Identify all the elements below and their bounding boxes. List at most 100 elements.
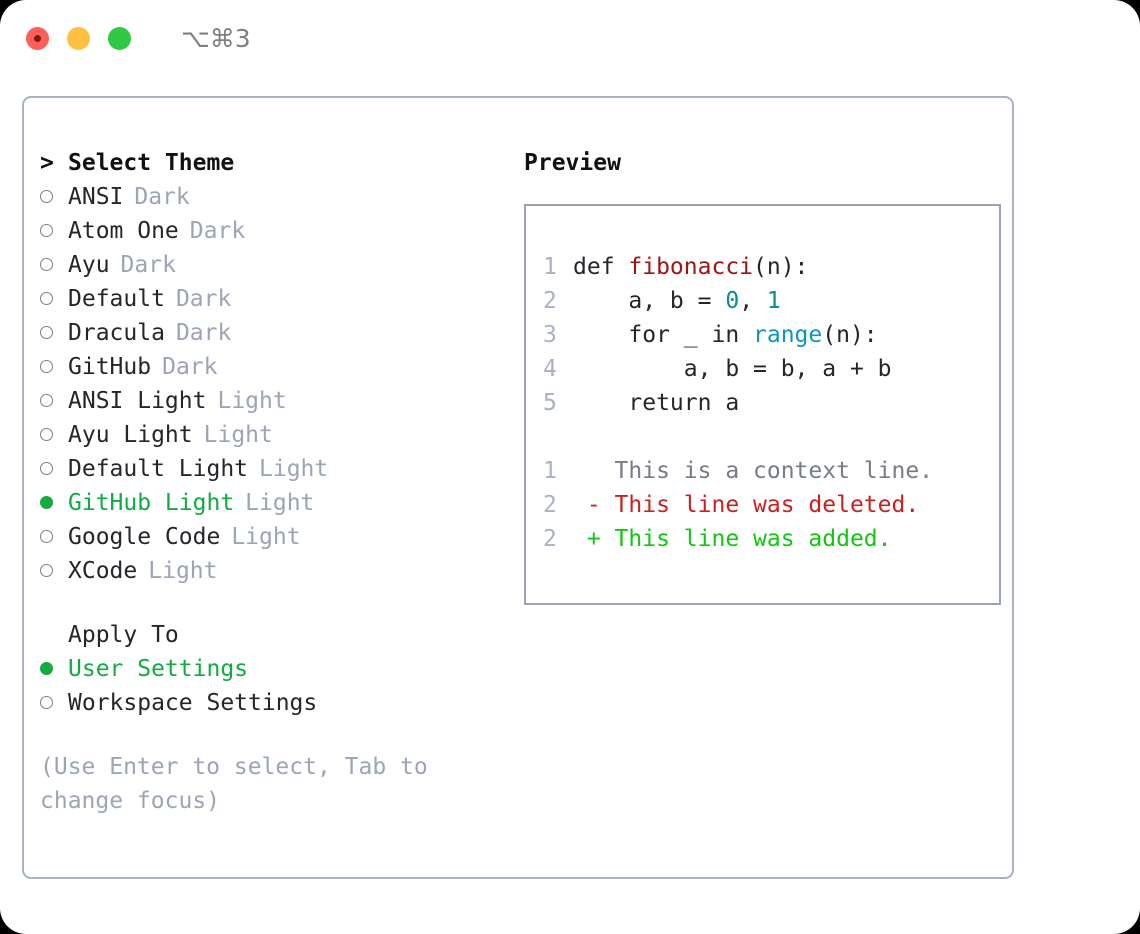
theme-list-item[interactable]: Google Code Light	[40, 520, 502, 554]
diff-sample: 1 This is a context line.2 - This line w…	[543, 454, 999, 556]
apply-to-option[interactable]: Workspace Settings	[40, 686, 502, 720]
theme-name: GitHub Light	[68, 490, 235, 516]
code-token: ,	[739, 288, 767, 314]
theme-list-item[interactable]: Dracula Dark	[40, 316, 502, 350]
diff-text: This line was added.	[614, 526, 892, 552]
radio-selected-icon[interactable]	[40, 652, 68, 686]
theme-name: Atom One	[68, 218, 179, 244]
theme-variant-badge: Dark	[162, 354, 218, 380]
diff-sign: +	[573, 526, 615, 552]
radio-unselected-icon[interactable]	[40, 282, 68, 316]
theme-variant-badge: Dark	[134, 184, 190, 210]
preview-title: Preview	[524, 150, 621, 176]
code-text: return a	[573, 386, 739, 420]
radio-unselected-icon[interactable]	[40, 520, 68, 554]
theme-variant-badge: Dark	[120, 252, 176, 278]
radio-unselected-icon[interactable]	[40, 452, 68, 486]
code-token: for _ in	[573, 322, 754, 348]
theme-variant-badge: Light	[259, 456, 329, 482]
code-token: 1	[766, 288, 781, 314]
theme-name: Ayu Light	[68, 422, 193, 448]
theme-name: Default Light	[68, 456, 249, 482]
radio-selected-icon[interactable]	[40, 486, 68, 520]
radio-unselected-icon[interactable]	[40, 554, 68, 588]
radio-dot	[40, 394, 53, 407]
code-line: 1 def fibonacci(n):	[543, 250, 999, 284]
code-text: for _ in range(n):	[573, 318, 877, 352]
code-text: a, b = 0, 1	[573, 284, 781, 318]
title-bar: ⌥⌘3	[0, 0, 1140, 76]
code-line: 5 return a	[543, 386, 999, 420]
select-theme-heading: > Select Theme	[40, 146, 502, 180]
code-text: a, b = b, a + b	[573, 352, 892, 386]
radio-dot	[40, 428, 53, 441]
diff-line: 2 - This line was deleted.	[543, 488, 999, 522]
radio-unselected-icon[interactable]	[40, 180, 68, 214]
keyboard-hint: (Use Enter to select, Tab to change focu…	[40, 754, 428, 814]
traffic-light-group	[26, 26, 131, 50]
select-theme-heading-label: Select Theme	[68, 150, 235, 176]
radio-dot	[40, 360, 53, 373]
code-token: a, b = b, a + b	[573, 356, 892, 382]
radio-unselected-icon[interactable]	[40, 418, 68, 452]
theme-list-item[interactable]: Default Light Light	[40, 452, 502, 486]
radio-dot	[40, 462, 53, 475]
code-line: 4 a, b = b, a + b	[543, 352, 999, 386]
line-number: 3	[543, 322, 557, 348]
theme-name: Default	[68, 286, 165, 312]
code-token: (n):	[753, 254, 809, 280]
apply-to-label: Apply To	[68, 622, 179, 648]
radio-dot	[40, 292, 53, 305]
theme-variant-badge: Light	[231, 524, 301, 550]
radio-unselected-icon[interactable]	[40, 316, 68, 350]
code-token: range	[753, 322, 823, 348]
diff-sign	[573, 454, 615, 488]
theme-name: GitHub	[68, 354, 152, 380]
theme-name: Google Code	[68, 524, 221, 550]
line-number: 1	[543, 254, 557, 280]
radio-dot	[40, 224, 53, 237]
theme-name: Dracula	[68, 320, 165, 346]
theme-list-item[interactable]: GitHub Light Light	[40, 486, 502, 520]
minimize-button-icon[interactable]	[67, 26, 90, 50]
radio-unselected-icon[interactable]	[40, 384, 68, 418]
radio-unselected-icon[interactable]	[40, 350, 68, 384]
theme-variant-badge: Dark	[175, 320, 232, 346]
line-number: 2	[543, 492, 557, 518]
theme-list-item[interactable]: GitHub Dark	[40, 350, 502, 384]
radio-unselected-icon[interactable]	[40, 248, 68, 282]
code-line: 3 for _ in range(n):	[543, 318, 999, 352]
line-number: 1	[543, 458, 557, 484]
prompt-caret-icon: >	[40, 150, 54, 176]
radio-unselected-icon[interactable]	[40, 214, 68, 248]
code-text: def fibonacci(n):	[573, 250, 808, 284]
radio-dot	[40, 190, 53, 203]
theme-variant-badge: Dark	[189, 218, 246, 244]
line-number: 2	[543, 288, 557, 314]
diff-line: 1 This is a context line.	[543, 454, 999, 488]
close-button-icon[interactable]	[26, 26, 49, 50]
radio-dot	[40, 326, 53, 339]
theme-list-item[interactable]: Atom One Dark	[40, 214, 502, 248]
maximize-button-icon[interactable]	[108, 26, 131, 50]
theme-variant-badge: Light	[245, 490, 315, 516]
theme-variant-badge: Light	[148, 558, 218, 584]
window-title: ⌥⌘3	[181, 23, 251, 53]
radio-dot	[40, 258, 53, 271]
code-token: def	[573, 254, 629, 280]
radio-unselected-icon[interactable]	[40, 686, 68, 720]
line-number: 5	[543, 390, 557, 416]
diff-text: This line was deleted.	[614, 492, 920, 518]
theme-name: ANSI Light	[68, 388, 207, 414]
apply-to-option[interactable]: User Settings	[40, 652, 502, 686]
